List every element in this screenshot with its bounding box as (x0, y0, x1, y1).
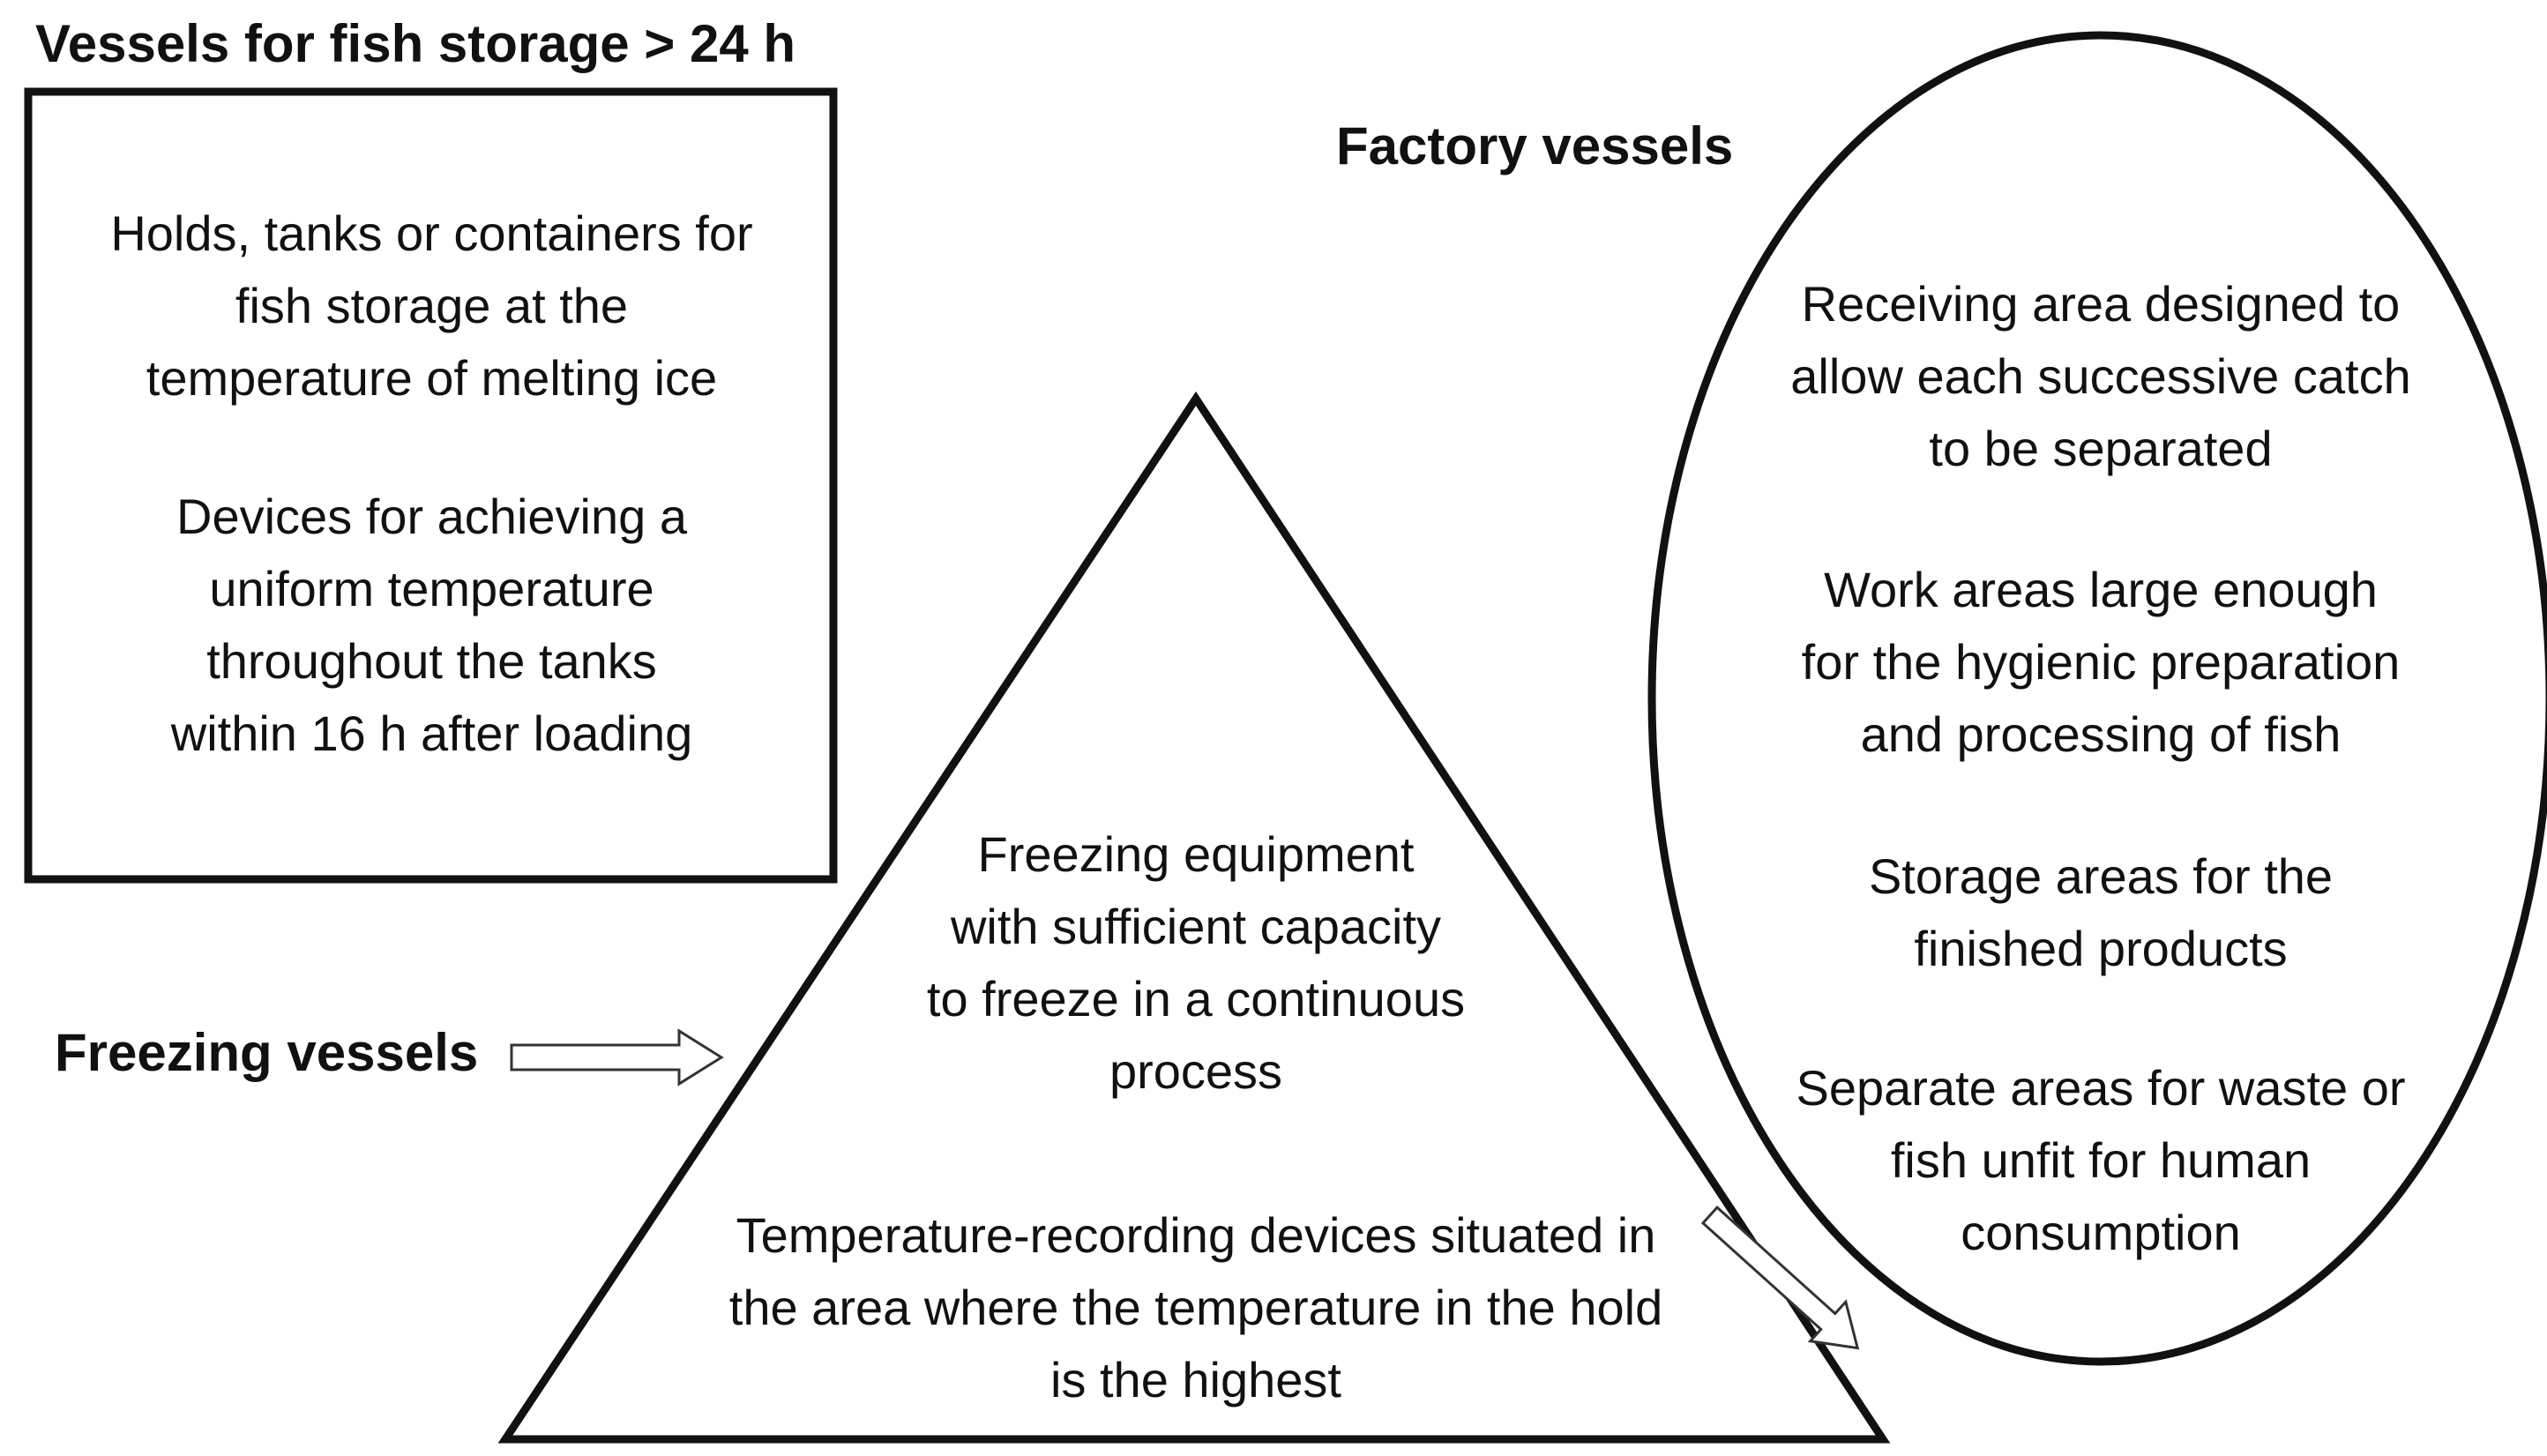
text-line: within 16 h after loading (170, 706, 693, 761)
freezing-triangle (497, 391, 1891, 1444)
text-line: consumption (1961, 1205, 2241, 1260)
text-line: Freezing equipment (977, 826, 1415, 882)
text-line: Holds, tanks or containers for (110, 205, 753, 261)
freezing-equipment-text: Freezing equipment with sufficient capac… (755, 818, 1637, 1108)
storage-devices-text: Devices for achieving a uniform temperat… (34, 481, 830, 770)
text-line: Receiving area designed to (1801, 276, 2401, 332)
text-line: Work areas large enough (1824, 562, 2378, 617)
text-line: to freeze in a continuous (926, 971, 1466, 1027)
text-line: Temperature-recording devices situated i… (736, 1207, 1656, 1263)
factory-waste-text: Separate areas for waste or fish unfit f… (1669, 1052, 2533, 1269)
factory-title: Factory vessels (1336, 116, 1734, 175)
text-line: for the hygienic preparation (1801, 634, 2401, 690)
factory-arrow (1700, 1205, 1860, 1350)
text-line: temperature of melting ice (146, 350, 718, 406)
text-line: the area where the temperature in the ho… (728, 1280, 1663, 1335)
text-line: finished products (1914, 921, 2288, 976)
factory-receiving-text: Receiving area designed to allow each su… (1669, 268, 2533, 485)
text-line: Storage areas for the (1868, 848, 2334, 904)
text-line: is the highest (1050, 1352, 1341, 1407)
text-line: Separate areas for waste or (1796, 1060, 2406, 1116)
text-line: throughout the tanks (206, 633, 657, 689)
freezing-arrow (510, 1028, 724, 1086)
text-line: to be separated (1929, 421, 2273, 476)
storage-holds-text: Holds, tanks or containers for fish stor… (34, 198, 830, 414)
storage-title: Vessels for fish storage > 24 h (35, 14, 796, 73)
freezing-title: Freezing vessels (55, 1023, 479, 1082)
text-line: fish storage at the (235, 278, 629, 333)
factory-storage-text: Storage areas for the finished products (1669, 840, 2533, 985)
text-line: fish unfit for human (1890, 1132, 2312, 1188)
factory-work-areas-text: Work areas large enough for the hygienic… (1669, 554, 2533, 771)
text-line: allow each successive catch (1790, 348, 2411, 404)
freezing-recording-text: Temperature-recording devices situated i… (623, 1199, 1769, 1416)
text-line: and processing of fish (1860, 706, 2342, 762)
text-line: with sufficient capacity (950, 899, 1442, 954)
text-line: process (1109, 1043, 1283, 1099)
storage-box (24, 87, 838, 884)
text-line: Devices for achieving a (176, 489, 687, 544)
factory-ellipse (1647, 31, 2547, 1366)
text-line: uniform temperature (209, 561, 654, 616)
